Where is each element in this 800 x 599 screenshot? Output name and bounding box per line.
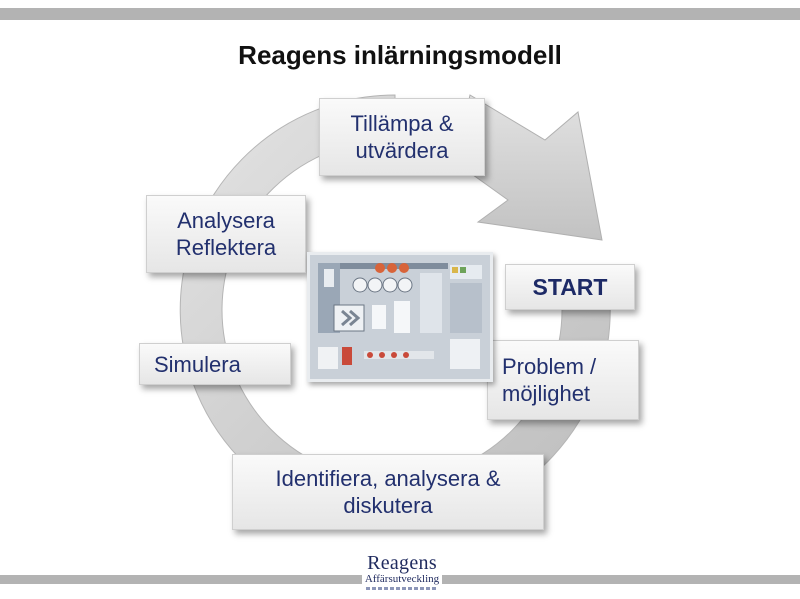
cycle-ring xyxy=(179,94,611,526)
step-problem-opportunity: Problem / möjlighet xyxy=(487,340,639,420)
logo-subtitle: Affärsutveckling xyxy=(364,573,440,585)
step-simulate: Simulera xyxy=(139,343,291,385)
control-panel-image xyxy=(307,252,493,382)
page-title: Reagens inlärningsmodell xyxy=(238,40,562,70)
company-logo: Reagens Affärsutveckling xyxy=(362,553,442,593)
step-apply-evaluate: Tillämpa & utvärdera xyxy=(319,98,485,176)
logo-name: Reagens xyxy=(367,552,437,574)
step-start: START xyxy=(505,264,635,310)
step-analyze-reflect: Analysera Reflektera xyxy=(146,195,306,273)
step-identify-analyze-discuss: Identifiera, analysera & diskutera xyxy=(232,454,544,530)
logo-tagline-graphic xyxy=(366,587,438,590)
top-bar xyxy=(0,8,800,20)
